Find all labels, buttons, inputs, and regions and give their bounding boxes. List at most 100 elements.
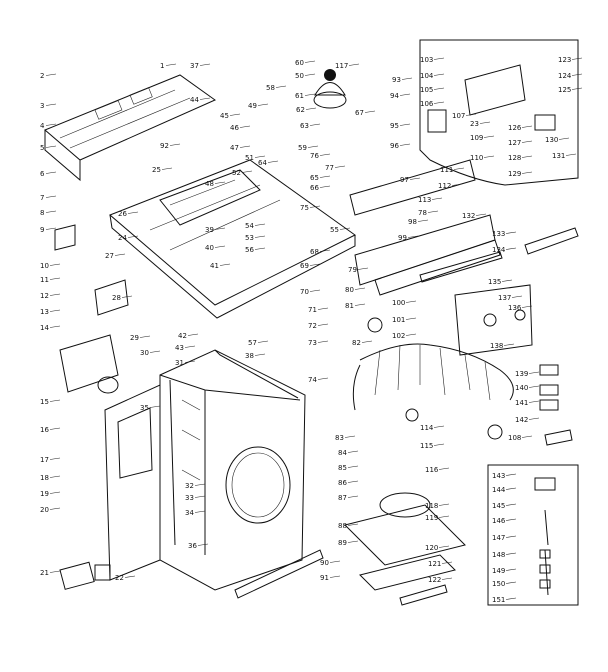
leader-line [528,371,540,374]
leader-line [45,73,57,76]
part-label-120: 120 [425,544,438,552]
part-label-10: 10 [40,262,49,270]
leader-line [49,277,61,280]
part-label-47: 47 [230,144,239,152]
leader-line [254,353,266,356]
leader-line [558,137,570,140]
base-plate [344,492,466,606]
leader-line [571,57,583,60]
part-label-82: 82 [352,339,361,347]
leader-line [347,523,359,526]
leader-line [433,87,445,90]
part-label-144: 144 [492,486,506,494]
part-label-55: 55 [330,226,339,234]
part-label-118: 118 [425,502,438,510]
leader-line [194,495,206,498]
leader-line [139,335,151,338]
part-label-69: 69 [300,262,309,270]
part-label-49: 49 [248,102,257,110]
part-label-7: 7 [40,194,44,202]
part-label-34: 34 [185,509,194,517]
part-label-24: 24 [118,234,127,242]
part-label-15: 15 [40,398,49,406]
part-label-87: 87 [338,494,347,502]
part-number-labels: 1234567891011121314151617181920212223242… [40,56,583,604]
leader-line [319,175,331,178]
part-label-149: 149 [492,567,505,575]
part-label-88: 88 [338,522,347,530]
leader-line [528,400,540,403]
leader-line [319,249,331,252]
part-label-71: 71 [308,306,317,314]
leader-line [505,503,517,506]
part-label-22: 22 [115,574,124,582]
inset-callout-bottom-right [487,464,579,606]
part-label-40: 40 [205,244,214,252]
part-label-58: 58 [266,84,275,92]
leader-line [364,110,376,113]
leader-line [307,145,319,148]
part-label-148: 148 [492,551,505,559]
part-label-99: 99 [398,234,407,242]
leader-line [505,552,517,555]
part-label-39: 39 [205,226,214,234]
part-label-116: 116 [425,466,439,474]
leader-line [45,171,57,174]
part-label-29: 29 [130,334,139,342]
part-label-141: 141 [515,399,528,407]
part-label-83: 83 [335,434,344,442]
leader-line [214,245,226,248]
fan-dome [313,69,347,109]
part-label-68: 68 [310,248,319,256]
part-label-72: 72 [308,322,317,330]
part-label-100: 100 [392,299,405,307]
part-label-48: 48 [205,180,214,188]
part-label-103: 103 [420,56,433,64]
part-label-93: 93 [392,76,401,84]
part-label-115: 115 [420,442,433,450]
part-label-138: 138 [490,342,503,350]
leader-line [465,113,477,116]
leader-line [431,197,443,200]
part-label-53: 53 [245,234,254,242]
leader-line [511,295,523,298]
part-label-63: 63 [300,122,309,130]
tub-assembly [159,169,261,226]
part-label-76: 76 [310,152,319,160]
part-label-42: 42 [178,332,187,340]
part-label-26: 26 [118,210,127,218]
leader-line [197,543,209,546]
front-panel [104,384,161,581]
leader-line [505,247,517,250]
part-label-107: 107 [452,112,465,120]
wire-harness [352,317,514,440]
part-label-59: 59 [298,144,307,152]
part-label-57: 57 [248,339,257,347]
leader-line [219,263,231,266]
leader-line [124,575,136,578]
leader-line [521,305,533,308]
part-label-92: 92 [160,142,169,150]
part-label-134: 134 [492,246,506,254]
leader-line [49,309,61,312]
leader-line [505,597,517,600]
part-label-135: 135 [488,278,501,286]
part-label-27: 27 [105,252,114,260]
leader-line [483,135,495,138]
leader-line [438,467,450,470]
leader-line [184,360,196,363]
part-label-45: 45 [220,112,229,120]
leader-line [505,535,517,538]
leader-line [45,227,57,230]
leader-line [347,450,359,453]
leader-line [49,570,61,573]
leader-line [521,125,533,128]
leader-line [214,181,226,184]
part-label-146: 146 [492,517,506,525]
part-label-125: 125 [558,86,571,94]
leader-line [354,287,366,290]
leader-line [257,103,269,106]
leader-line [357,267,369,270]
leader-line [309,205,321,208]
leader-line [45,123,57,126]
